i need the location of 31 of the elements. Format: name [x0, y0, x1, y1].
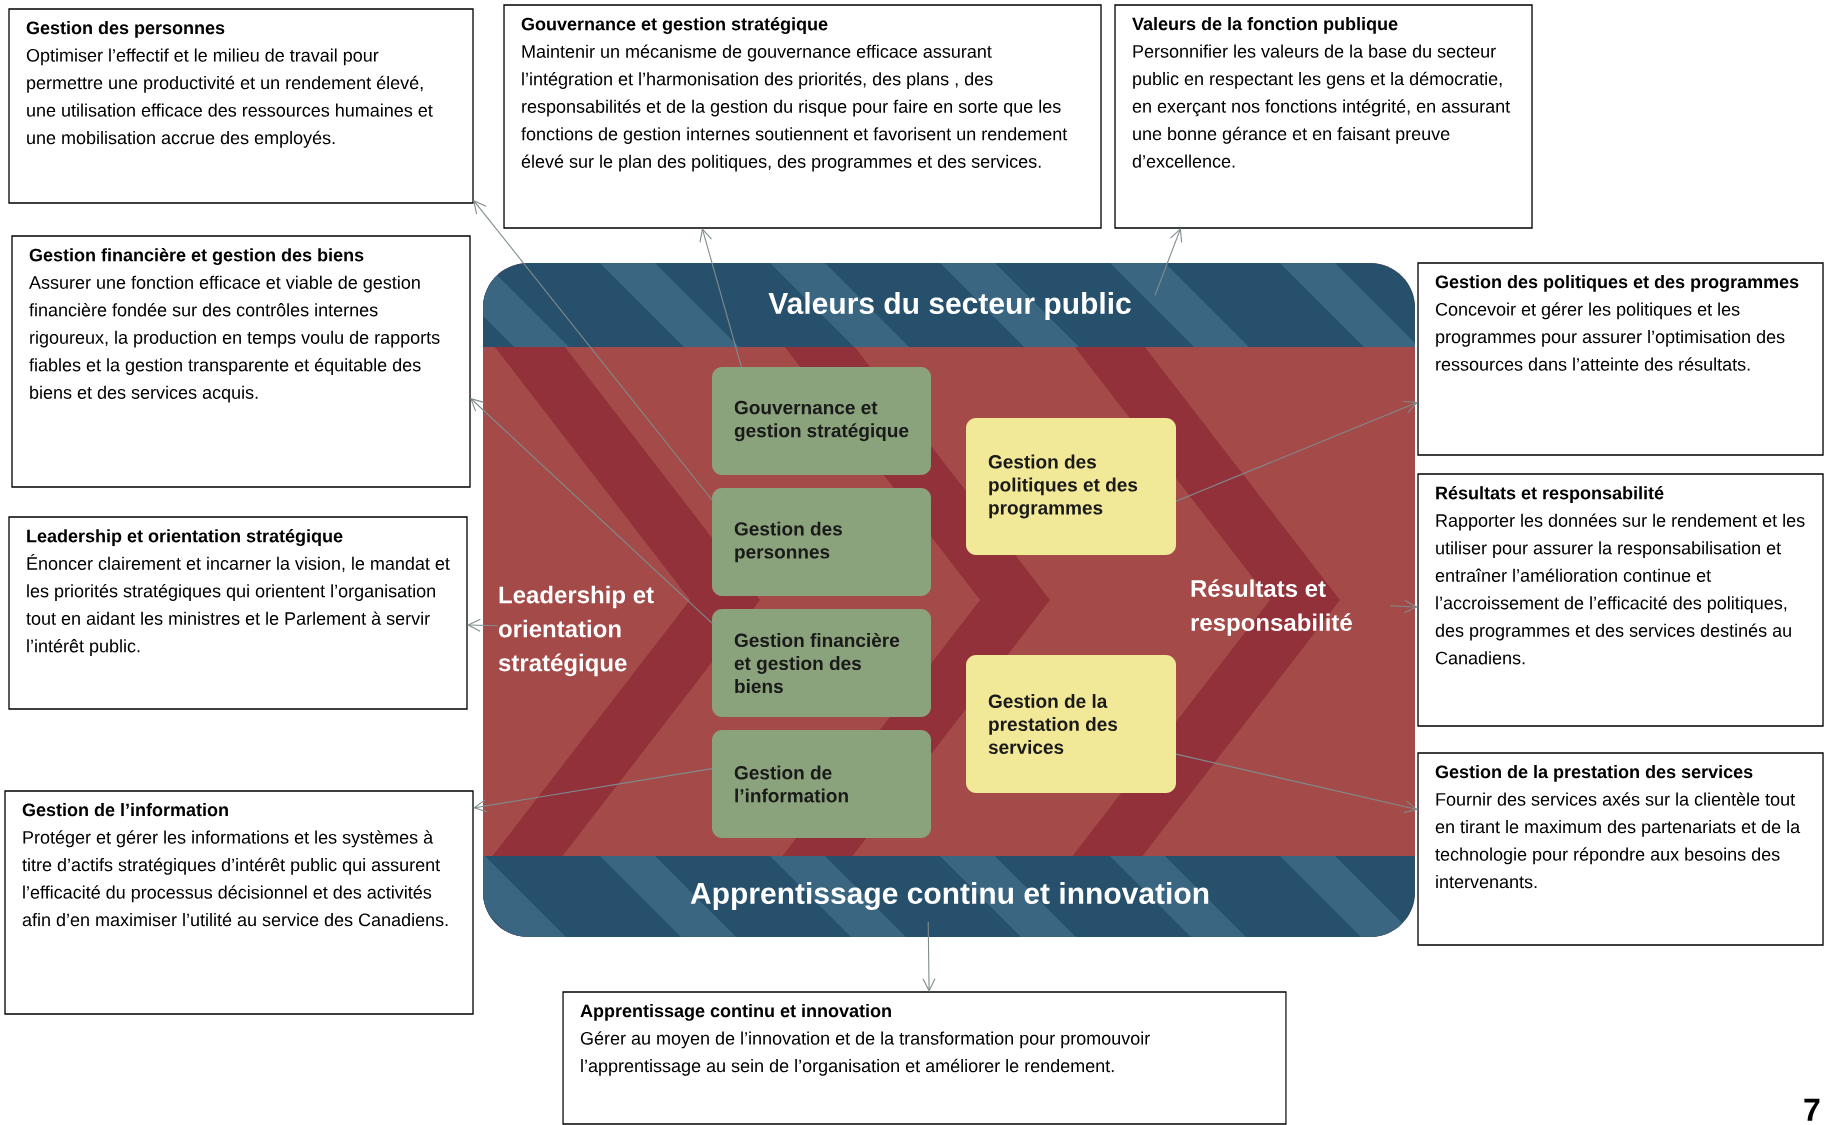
callout-box: Gouvernance et gestion stratégique Maintenir un mécanisme de gouvernance efficace assurant l’intégration et l’harmonisation des priorités, des plans , des responsabilités et de la gestion du risque pour faire en sorte que les fonctions de gestion internes soutiennent et favorisent un rendement élevé sur le plan des politiques, des programmes et des services. [503, 4, 1102, 229]
band-title: Valeurs du secteur public [768, 292, 1131, 320]
rounded-box: Gestion des personnes [712, 488, 931, 596]
arrow [1175, 753, 1418, 814]
callout-box: Valeurs de la fonction publique Personnifier les valeurs de la base du secteur public en respectant les gens et la démocratie, en exerçant nos fonctions intégrité, en assurant une bonne gérance et en faisant preuve d’excellence. [1114, 4, 1533, 229]
callout-box: Gestion financière et gestion des biens Assurer une fonction efficace et viable de gestion financière fondée sur des contrôles internes rigoureux, la production en temps voulu de rapports fiables et la gestion transparente et équitable des biens et des services acquis. [11, 235, 471, 488]
callout-box: Gestion de l’information Protéger et gérer les informations et les systèmes à titre d’actifs stratégiques d’intérêt public qui assurent l’efficacité du processus décisionnel et des activités afin d’en maximiser l’utilité au service des Canadiens. [4, 790, 474, 1015]
callout-box: Résultats et responsabilité Rapporter les données sur le rendement et les utiliser pour assurer la responsabilisation et entraîner l’amélioration continue et l’accroissement de l’efficacité des politiques, des programmes et des services destinés au Canadiens. [1417, 473, 1824, 727]
panel-label: Leadership et orientation stratégique [498, 585, 654, 677]
arrow [1154, 228, 1183, 296]
rounded-box: Gestion de l’information [712, 730, 931, 838]
callout-box: Gestion des personnes Optimiser l’effectif et le milieu de travail pour permettre une productivité et un rendement élevé, une utilisation efficace des ressources humaines et une mobilisation accrue des employés. [8, 8, 474, 204]
callout-box: Gestion des politiques et des programmes Concevoir et gérer les politiques et les programmes pour assurer l’optimisation des ressources dans l’atteinte des résultats. [1417, 262, 1824, 456]
callout-box: Gestion de la prestation des services Fournir des services axés sur la clientèle tout en tirant le maximum des partenariats et de la technologie pour répondre aux besoins des intervenants. [1417, 752, 1824, 946]
rounded-box: Gestion de la prestation des services [966, 655, 1176, 793]
arrow [467, 618, 499, 632]
rounded-box: Gouvernance et gestion stratégique [712, 367, 931, 475]
callout-box: Apprentissage continu et innovation Gérer au moyen de l’innovation et de la transformation pour promouvoir l’apprentissage au sein de l’organisation et améliorer le rendement. [562, 991, 1287, 1125]
panel-label: Résultats et responsabilité [1191, 579, 1352, 636]
rounded-box: Gestion des politiques et des programmes [966, 418, 1176, 555]
band-title: Apprentissage continu et innovation [690, 881, 1209, 911]
callout-box: Leadership et orientation stratégique Énoncer clairement et incarner la vision, le mandat et les priorités stratégiques qui orientent l’organisation tout en aidant les ministres et le Parlement à servir l’intérêt public. [8, 516, 468, 710]
arrow [473, 768, 713, 813]
arrow [1389, 599, 1418, 613]
arrow [473, 199, 713, 501]
arrow [470, 397, 713, 624]
rounded-box: Gestion financière et gestion des biens [712, 609, 931, 717]
arrow [1175, 400, 1418, 502]
arrow [699, 228, 742, 368]
page-number: 7 [1804, 1098, 1820, 1121]
arrow [922, 921, 936, 992]
